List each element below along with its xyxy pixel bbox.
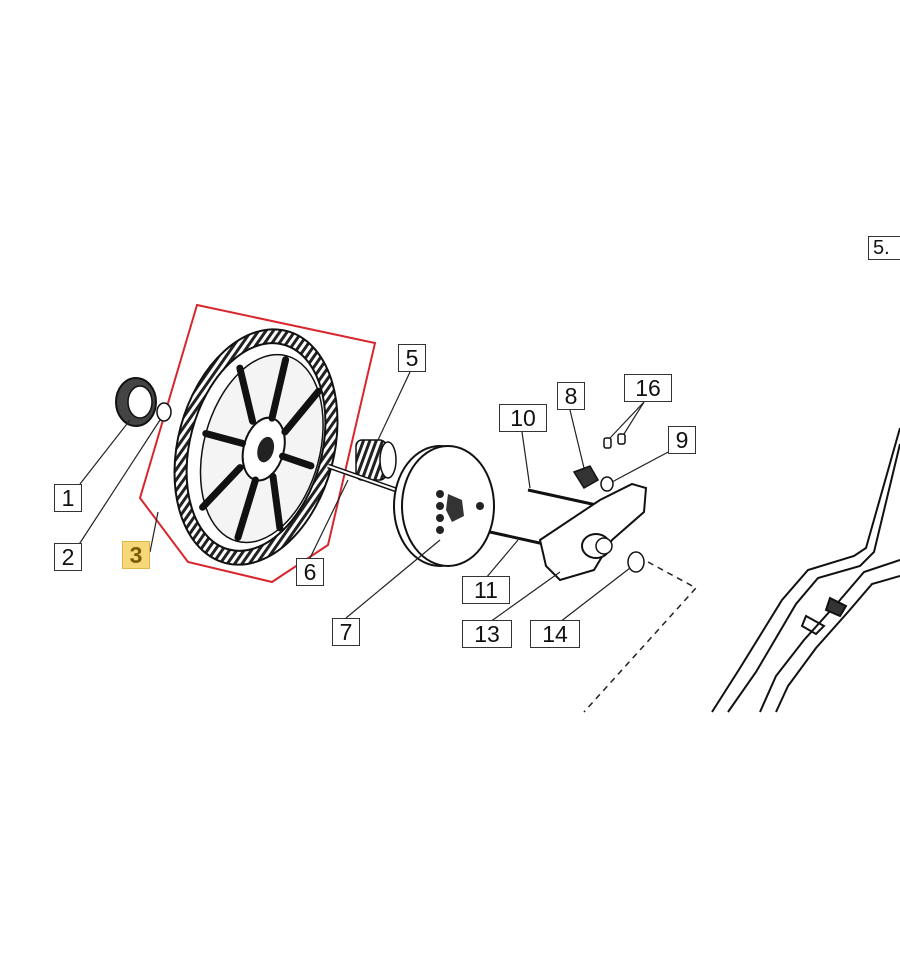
- screws-part: [603, 433, 626, 449]
- oring-part: [600, 476, 614, 492]
- callout-6[interactable]: 6: [296, 558, 324, 586]
- callout-14[interactable]: 14: [530, 620, 580, 648]
- callout-5[interactable]: 5: [398, 344, 426, 372]
- highlight-outline: [138, 303, 377, 584]
- callout-11[interactable]: 11: [462, 576, 510, 604]
- washer-part: [156, 402, 172, 422]
- pulley-part: [393, 445, 495, 567]
- dashed-guide: [583, 561, 698, 713]
- wheel-drawing: [173, 328, 339, 566]
- callout-partial: 5.: [868, 236, 900, 260]
- pinion-part: [355, 439, 397, 481]
- leader-lines: [77, 371, 673, 623]
- handle-frame: [711, 427, 900, 713]
- callout-2[interactable]: 2: [54, 543, 82, 571]
- clip-part: [627, 551, 645, 573]
- callout-13[interactable]: 13: [462, 620, 512, 648]
- bracket-part: [538, 482, 648, 582]
- callout-10[interactable]: 10: [499, 404, 547, 432]
- callout-7[interactable]: 7: [332, 618, 360, 646]
- callout-16[interactable]: 16: [624, 374, 672, 402]
- callout-9[interactable]: 9: [668, 426, 696, 454]
- cap-part: [115, 377, 157, 427]
- callout-3[interactable]: 3: [122, 541, 150, 569]
- callout-1[interactable]: 1: [54, 484, 82, 512]
- latch-part: [572, 465, 600, 490]
- callout-8[interactable]: 8: [557, 382, 585, 410]
